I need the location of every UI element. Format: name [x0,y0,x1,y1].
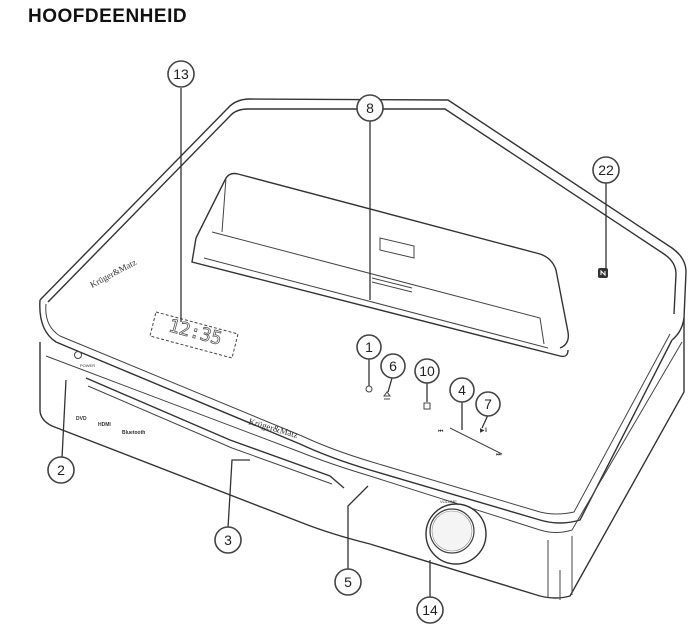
svg-text:7: 7 [484,396,492,412]
svg-text:22: 22 [598,162,614,178]
nfc-icon [598,268,608,278]
prev-button[interactable]: ⏮ [438,429,444,435]
power-button[interactable]: POWER [74,351,96,369]
svg-text:6: 6 [389,358,397,374]
dock-cradle [191,172,570,358]
svg-text:▶‖: ▶‖ [480,428,487,434]
hdmi-logo: HDMI [98,422,111,428]
leader-lines [61,88,607,598]
svg-text:2: 2 [57,462,65,478]
callout-7: 7 [475,391,501,417]
bluetooth-logo: Bluetooth [122,430,145,436]
svg-text:5: 5 [344,574,352,590]
svg-text:4: 4 [458,382,466,398]
callout-10: 10 [414,358,440,384]
section-title: HOOFDEENHEID [28,6,188,27]
volume-knob[interactable]: VOLUME [425,499,487,565]
svg-text:13: 13 [173,66,189,82]
device-body [39,98,687,600]
eject-button[interactable] [383,391,391,400]
svg-text:10: 10 [419,363,435,379]
standby-button[interactable] [365,385,373,393]
svg-text:8: 8 [366,100,374,116]
callout-1: 1 [356,334,382,360]
dvd-logo: DVD [76,416,87,422]
svg-text:1: 1 [365,339,373,355]
input-button[interactable] [423,402,431,410]
callout-22: 22 [592,156,620,184]
disc-slot [85,377,345,489]
swipe-indicator [449,427,503,455]
power-label: POWER [80,363,95,368]
next-button[interactable]: ⏭ [496,452,502,458]
callout-4: 4 [449,377,475,403]
callout-3: 3 [214,526,242,554]
display-panel: 12:35 [149,311,239,359]
callout-6: 6 [380,353,406,379]
display-time: 12:35 [166,315,224,349]
brand-top-logo: Krüger&Matz [88,257,138,290]
svg-text:⏭: ⏭ [496,452,502,458]
callout-13: 13 [167,60,195,88]
callout-14: 14 [416,596,444,624]
callout-2: 2 [47,456,75,484]
svg-text:3: 3 [224,532,232,548]
brand-front-logo: Krüger&Matz [247,416,299,440]
svg-text:⏮: ⏮ [438,429,444,435]
svg-text:14: 14 [422,602,438,618]
callout-8: 8 [356,94,384,122]
volume-label: VOLUME [440,499,457,504]
callout-5: 5 [334,568,362,596]
play-pause-button[interactable]: ▶‖ [480,428,487,434]
